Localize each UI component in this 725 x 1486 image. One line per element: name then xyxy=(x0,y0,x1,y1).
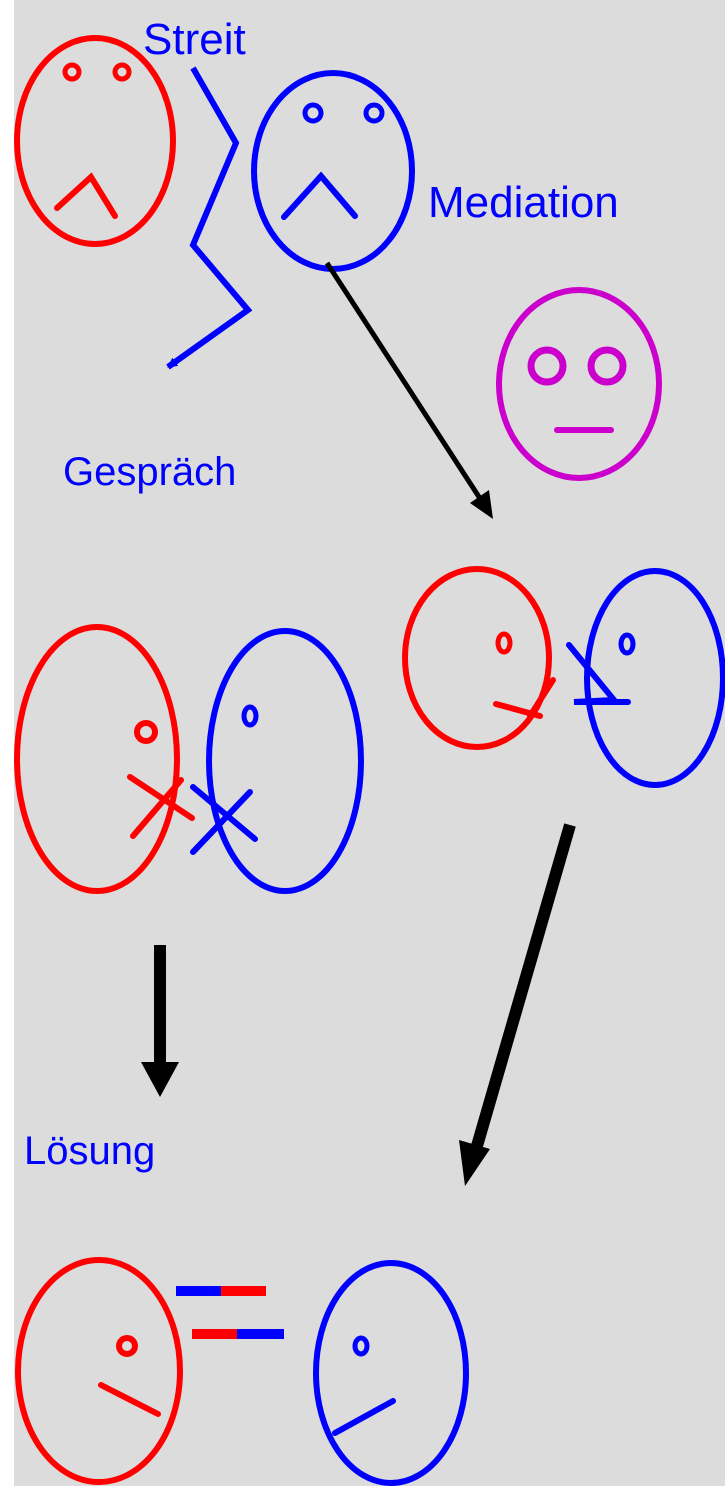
losung-red-smile xyxy=(98,1382,161,1417)
mediator-face xyxy=(496,287,662,481)
label-mediation: Mediation xyxy=(428,178,619,227)
blue-face-frown xyxy=(281,171,358,220)
losung-blue-eye xyxy=(352,1335,370,1357)
mediator-face-outline xyxy=(496,287,662,481)
arrow-mediation-to-losung xyxy=(459,823,576,1186)
gesprach-blue-eye xyxy=(241,704,259,728)
gesprach-blue-cross-1 xyxy=(190,784,258,842)
gesprach-blue-face xyxy=(190,628,364,894)
gesprach-red-cross-1 xyxy=(127,774,195,821)
losung-red-outline xyxy=(15,1257,183,1485)
equals-sign xyxy=(176,1286,284,1339)
red-face-angry xyxy=(14,35,176,247)
mediation-red-eye xyxy=(495,631,513,655)
losung-red-face xyxy=(15,1257,183,1485)
gesprach-red-cross-2 xyxy=(130,777,184,839)
red-face-outline xyxy=(14,35,176,247)
red-face-eye-left xyxy=(62,62,82,82)
losung-red-eye xyxy=(116,1335,138,1357)
label-losung: Lösung xyxy=(24,1129,156,1173)
losung-blue-outline xyxy=(313,1260,469,1486)
mediation-red-outline xyxy=(402,566,552,750)
gesprach-red-eye xyxy=(134,720,158,744)
mediation-blue-face xyxy=(566,568,725,788)
gesprach-blue-cross-2 xyxy=(190,789,253,855)
blue-face-eye-left xyxy=(302,102,324,124)
arrow-to-mediation xyxy=(324,261,493,519)
red-face-eye-right xyxy=(112,62,132,82)
mediation-blue-eye xyxy=(618,632,636,656)
background-panel xyxy=(14,0,725,1486)
losung-blue-smile xyxy=(332,1398,396,1436)
label-gesprach: Gespräch xyxy=(63,450,237,494)
gesprach-red-outline xyxy=(14,624,180,894)
mediation-blue-outline xyxy=(584,568,725,788)
mediator-face-eye-left xyxy=(527,346,567,386)
gesprach-red-face xyxy=(14,624,195,894)
losung-blue-face xyxy=(313,1260,469,1486)
mediation-blue-mouth xyxy=(566,642,631,705)
mediator-face-eye-right xyxy=(587,346,627,386)
mediation-red-mouth-2 xyxy=(527,677,556,719)
mediation-red-face xyxy=(402,566,556,750)
red-face-frown xyxy=(54,172,118,219)
arrow-gesprach-to-losung xyxy=(141,945,179,1097)
conflict-lightning-arrow xyxy=(166,66,253,370)
label-streit: Streit xyxy=(143,15,246,64)
gesprach-blue-outline xyxy=(206,628,364,894)
blue-face-eye-right xyxy=(363,102,385,124)
